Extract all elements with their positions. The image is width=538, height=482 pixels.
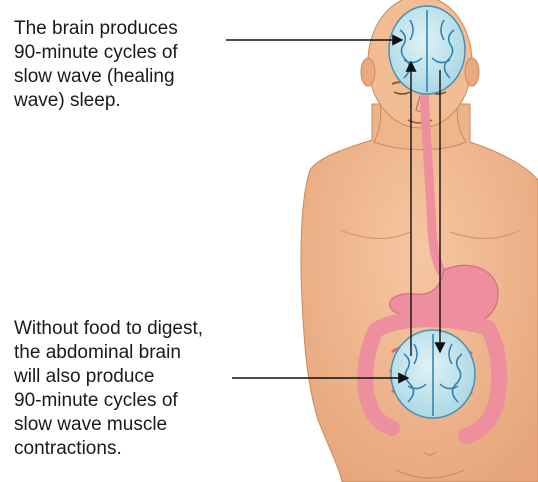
caption-line: slow wave muscle <box>14 413 203 437</box>
brain-caption: The brain produces 90-minute cycles of s… <box>14 17 178 113</box>
caption-line: The brain produces <box>14 17 178 41</box>
right-ear <box>465 58 479 86</box>
left-ear <box>361 58 375 86</box>
caption-line: the abdominal brain <box>14 341 203 365</box>
caption-line: wave) sleep. <box>14 89 178 113</box>
caption-line: Without food to digest, <box>14 317 203 341</box>
abdominal-brain-caption: Without food to digest, the abdominal br… <box>14 317 203 461</box>
torso <box>301 104 538 482</box>
caption-line: contractions. <box>14 437 203 461</box>
brain-abdominal <box>391 330 475 418</box>
caption-line: slow wave (healing <box>14 65 178 89</box>
brain-top <box>389 6 465 94</box>
caption-line: 90-minute cycles of <box>14 41 178 65</box>
caption-line: 90-minute cycles of <box>14 389 203 413</box>
caption-line: will also produce <box>14 365 203 389</box>
